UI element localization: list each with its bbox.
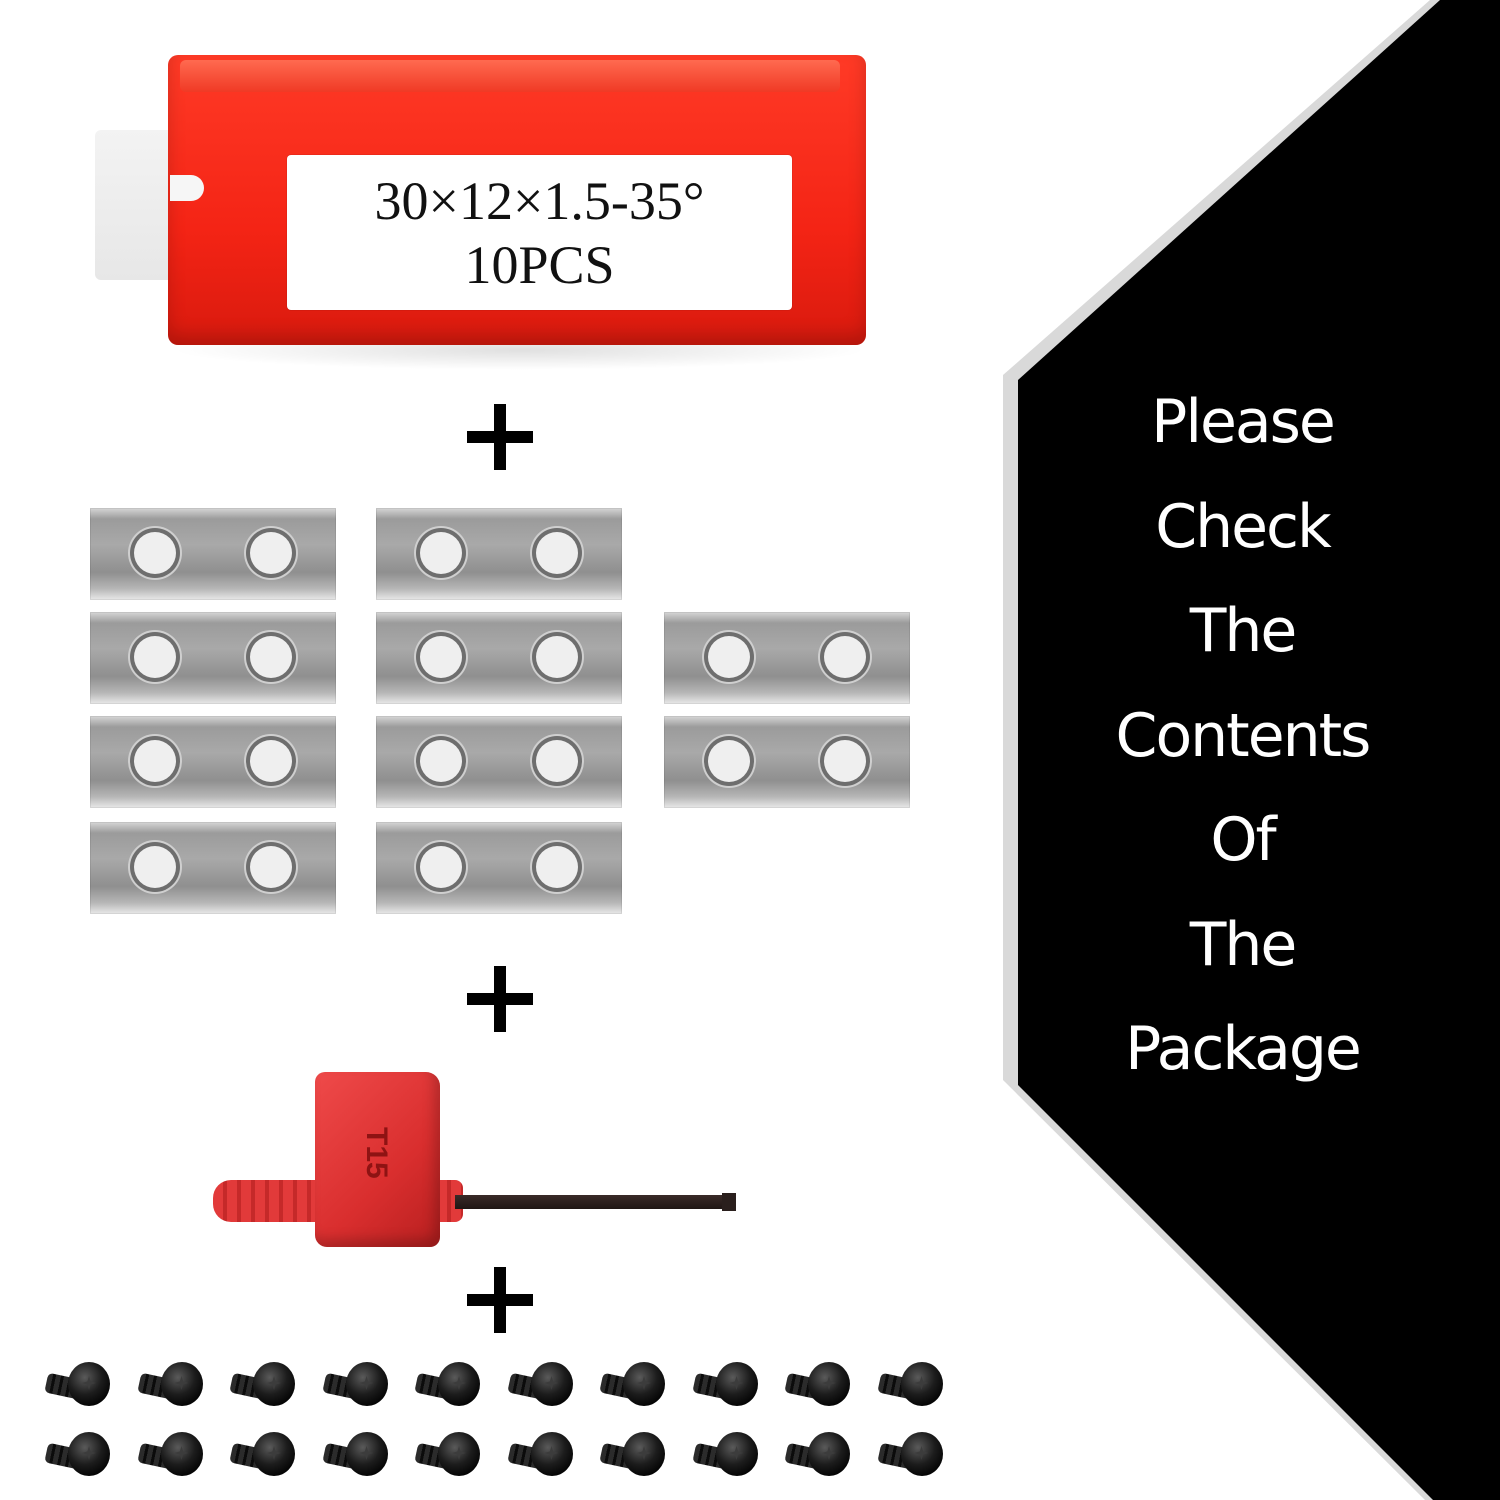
screw-head bbox=[623, 1432, 665, 1476]
screw-head bbox=[68, 1362, 110, 1406]
blade-hole bbox=[708, 636, 750, 678]
blade-hole bbox=[134, 532, 176, 574]
screw-icon bbox=[506, 1428, 573, 1482]
screw-head bbox=[623, 1362, 665, 1406]
screw-head bbox=[530, 1432, 573, 1476]
insert-blade-icon bbox=[90, 822, 336, 914]
plus-icon bbox=[467, 966, 533, 1032]
box-notch bbox=[170, 175, 204, 201]
panel-line-the-2: The bbox=[1189, 909, 1298, 980]
screw-icon bbox=[44, 1358, 110, 1412]
screw-head bbox=[345, 1432, 388, 1476]
screw-icon bbox=[876, 1428, 943, 1482]
wrench-shaft bbox=[455, 1195, 725, 1209]
blade-hole bbox=[420, 846, 462, 888]
panel-text: Please Check The Contents Of The Package bbox=[1080, 370, 1405, 1102]
torx-wrench-icon bbox=[315, 1072, 440, 1247]
insert-blade-icon bbox=[90, 716, 336, 808]
insert-blade-icon bbox=[90, 612, 336, 704]
insert-blade-icon bbox=[664, 612, 910, 704]
screw-icon bbox=[691, 1358, 758, 1412]
screw-icon bbox=[599, 1428, 665, 1482]
screw-head bbox=[715, 1362, 758, 1406]
screw-icon bbox=[691, 1428, 758, 1482]
screw-icon bbox=[784, 1358, 850, 1412]
screw-icon bbox=[136, 1358, 203, 1412]
panel-line-package: Package bbox=[1125, 1014, 1362, 1084]
blade-hole bbox=[824, 740, 866, 782]
screw-head bbox=[808, 1362, 850, 1406]
screw-head bbox=[900, 1432, 943, 1476]
blade-hole bbox=[250, 636, 292, 678]
panel-line-of: Of bbox=[1210, 805, 1276, 875]
insert-blade-icon bbox=[664, 716, 910, 808]
insert-blade-icon bbox=[376, 716, 622, 808]
plus-icon bbox=[467, 404, 533, 470]
panel-background bbox=[1018, 0, 1500, 1500]
screw-icon bbox=[321, 1428, 388, 1482]
wrench-size-mark: T15 bbox=[360, 1127, 393, 1179]
screw-icon bbox=[876, 1358, 943, 1412]
blade-hole bbox=[420, 740, 462, 782]
blade-hole bbox=[536, 846, 578, 888]
blade-hole bbox=[536, 532, 578, 574]
screw-head bbox=[438, 1432, 480, 1476]
blade-hole bbox=[250, 532, 292, 574]
screw-icon bbox=[136, 1428, 203, 1482]
screw-head bbox=[438, 1362, 480, 1406]
screw-head bbox=[253, 1362, 295, 1406]
red-box-top-face bbox=[180, 60, 840, 92]
screw-icon bbox=[599, 1358, 665, 1412]
blade-hole bbox=[250, 846, 292, 888]
panel-line-please: Please bbox=[1151, 387, 1336, 457]
blade-hole bbox=[824, 636, 866, 678]
screw-icon bbox=[321, 1358, 388, 1412]
blade-hole bbox=[420, 532, 462, 574]
label-quantity: 10PCS bbox=[464, 234, 615, 295]
panel-line-the: The bbox=[1189, 596, 1298, 666]
insert-blade-icon bbox=[376, 612, 622, 704]
screw-head bbox=[715, 1432, 758, 1476]
screw-head bbox=[160, 1362, 203, 1406]
screw-head bbox=[253, 1432, 295, 1476]
plus-icon bbox=[467, 1267, 533, 1333]
blade-hole bbox=[250, 740, 292, 782]
screw-head bbox=[808, 1432, 850, 1476]
screw-head bbox=[530, 1362, 573, 1406]
insert-blade-icon bbox=[376, 822, 622, 914]
blade-hole bbox=[708, 740, 750, 782]
screw-icon bbox=[506, 1358, 573, 1412]
screw-icon bbox=[44, 1428, 110, 1482]
screw-head bbox=[345, 1362, 388, 1406]
screw-icon bbox=[229, 1358, 295, 1412]
panel-line-check: Check bbox=[1155, 491, 1332, 562]
package-label: 30×12×1.5-35° 10PCS bbox=[287, 155, 792, 310]
insert-blade-icon bbox=[90, 508, 336, 600]
insert-blade-icon bbox=[376, 508, 622, 600]
screw-head bbox=[68, 1432, 110, 1476]
screw-icon bbox=[414, 1428, 480, 1482]
label-dimensions: 30×12×1.5-35° bbox=[374, 170, 705, 231]
blade-hole bbox=[420, 636, 462, 678]
blade-hole bbox=[134, 846, 176, 888]
blade-hole bbox=[536, 740, 578, 782]
screw-head bbox=[900, 1362, 943, 1406]
blade-hole bbox=[536, 636, 578, 678]
panel-line-contents: Contents bbox=[1115, 700, 1372, 771]
screw-head bbox=[160, 1432, 203, 1476]
wrench-tip bbox=[722, 1193, 736, 1211]
blade-hole bbox=[134, 740, 176, 782]
blade-hole bbox=[134, 636, 176, 678]
screw-icon bbox=[229, 1428, 295, 1482]
screw-icon bbox=[784, 1428, 850, 1482]
screw-icon bbox=[414, 1358, 480, 1412]
